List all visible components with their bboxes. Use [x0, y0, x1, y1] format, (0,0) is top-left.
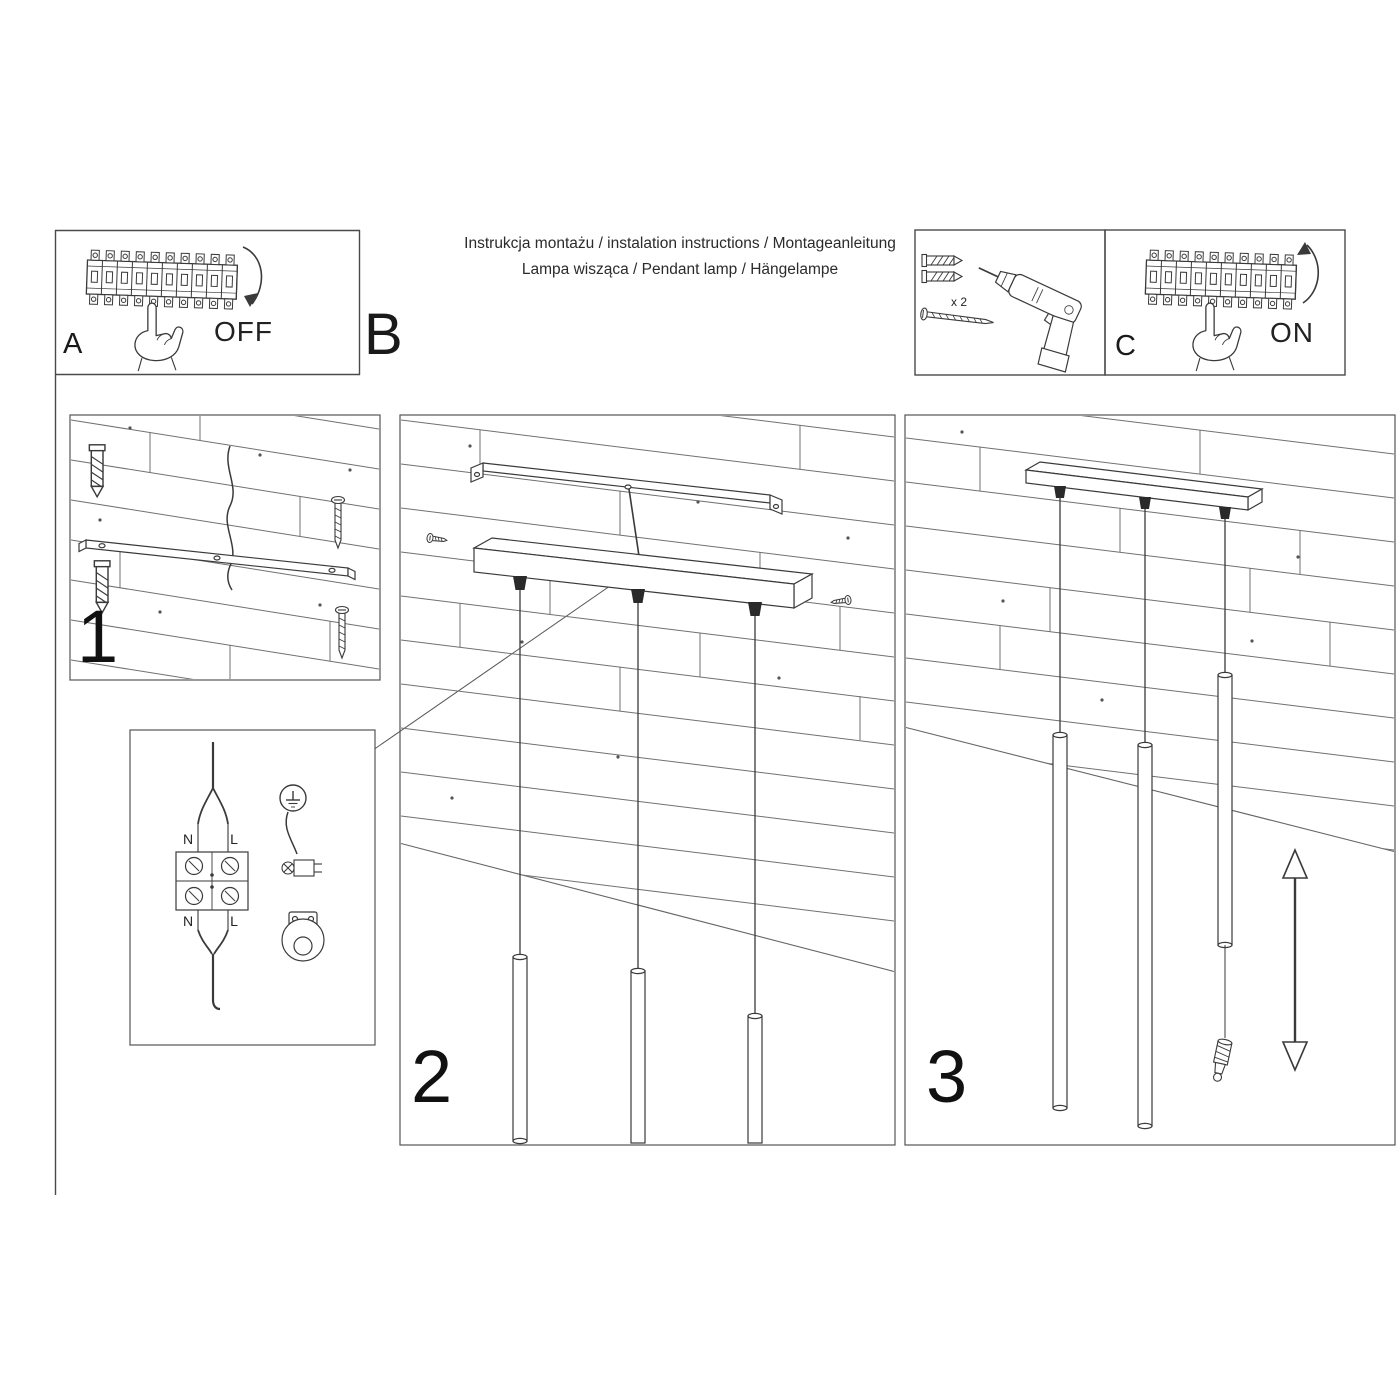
step-frames: [69, 414, 1396, 1146]
off-arrow-icon: [242, 246, 263, 307]
tools-box-icons: [920, 253, 1082, 373]
terminal-label-l-top: L: [230, 831, 238, 847]
bulb-socket-icon: [1212, 1038, 1233, 1082]
terminal-block-icon: [175, 851, 249, 911]
title-line-1: Instrukcja montażu / instalation instruc…: [464, 235, 896, 252]
pendant-tube-icons: [1052, 671, 1233, 1130]
off-label: OFF: [214, 316, 273, 347]
ceiling-planks-2: [401, 416, 894, 922]
canopy-icon: [1024, 461, 1264, 512]
cord-grip-icon: [281, 911, 325, 962]
mounting-bracket-icon: [470, 462, 783, 515]
terminal-label-n-bottom: N: [182, 913, 194, 929]
wiring-detail-illustration: [175, 742, 325, 1011]
panel-c-label: C: [1115, 330, 1136, 362]
wall-plug-icon: [88, 444, 106, 498]
pendant-tube-icons: [512, 953, 763, 1145]
screw-icon: [425, 532, 448, 546]
ceiling-edge: [400, 842, 895, 973]
terminal-label-l-bottom: L: [230, 913, 238, 929]
pendant-cords: [1059, 498, 1226, 745]
breaker-panel-a-icon: [86, 246, 263, 372]
height-adjust-arrow-icon: [1281, 847, 1309, 1073]
step1-number: 1: [77, 595, 119, 678]
on-label: ON: [1270, 317, 1314, 348]
panel-b-label: B: [364, 302, 403, 367]
panel-a-label: A: [63, 328, 83, 360]
suspension-rod: [628, 488, 640, 557]
ground-clamp-icon: [281, 859, 322, 877]
detail-callout-line: [374, 560, 647, 750]
screw-icon: [920, 307, 994, 325]
cord-grips: [1054, 486, 1231, 519]
ground-symbol-icon: [279, 784, 307, 812]
mounting-bracket-icon: [78, 539, 356, 581]
ground-wire: [285, 811, 298, 855]
step1-illustration: [71, 416, 379, 679]
terminal-label-n-top: N: [182, 831, 194, 847]
power-wire-icon: [226, 445, 234, 591]
breaker-panel-c-icon: [1145, 242, 1320, 372]
hand-icon: [1192, 302, 1242, 372]
step3-number: 3: [926, 1035, 968, 1118]
screw-icon: [334, 605, 350, 659]
hand-icon: [134, 302, 184, 372]
step2-illustration: [400, 416, 895, 1145]
ceiling-planks-1: [71, 416, 379, 679]
ceiling-planks-3: [906, 416, 1394, 851]
step2-number: 2: [411, 1035, 453, 1118]
frame-lines: [54, 229, 1346, 1195]
mains-wires: [197, 742, 229, 1011]
title-line-2: Lampa wisząca / Pendant lamp / Hängelamp…: [521, 261, 839, 278]
step3-illustration: [905, 416, 1395, 1130]
drill-icon: [978, 267, 1082, 373]
screw-icon: [330, 495, 346, 549]
canopy-icon: [472, 537, 814, 610]
cord-grips: [513, 576, 762, 616]
pendant-cords: [519, 590, 756, 1016]
on-arrow-icon: [1297, 242, 1320, 304]
wall-plug-quantity: x 2: [951, 295, 968, 309]
